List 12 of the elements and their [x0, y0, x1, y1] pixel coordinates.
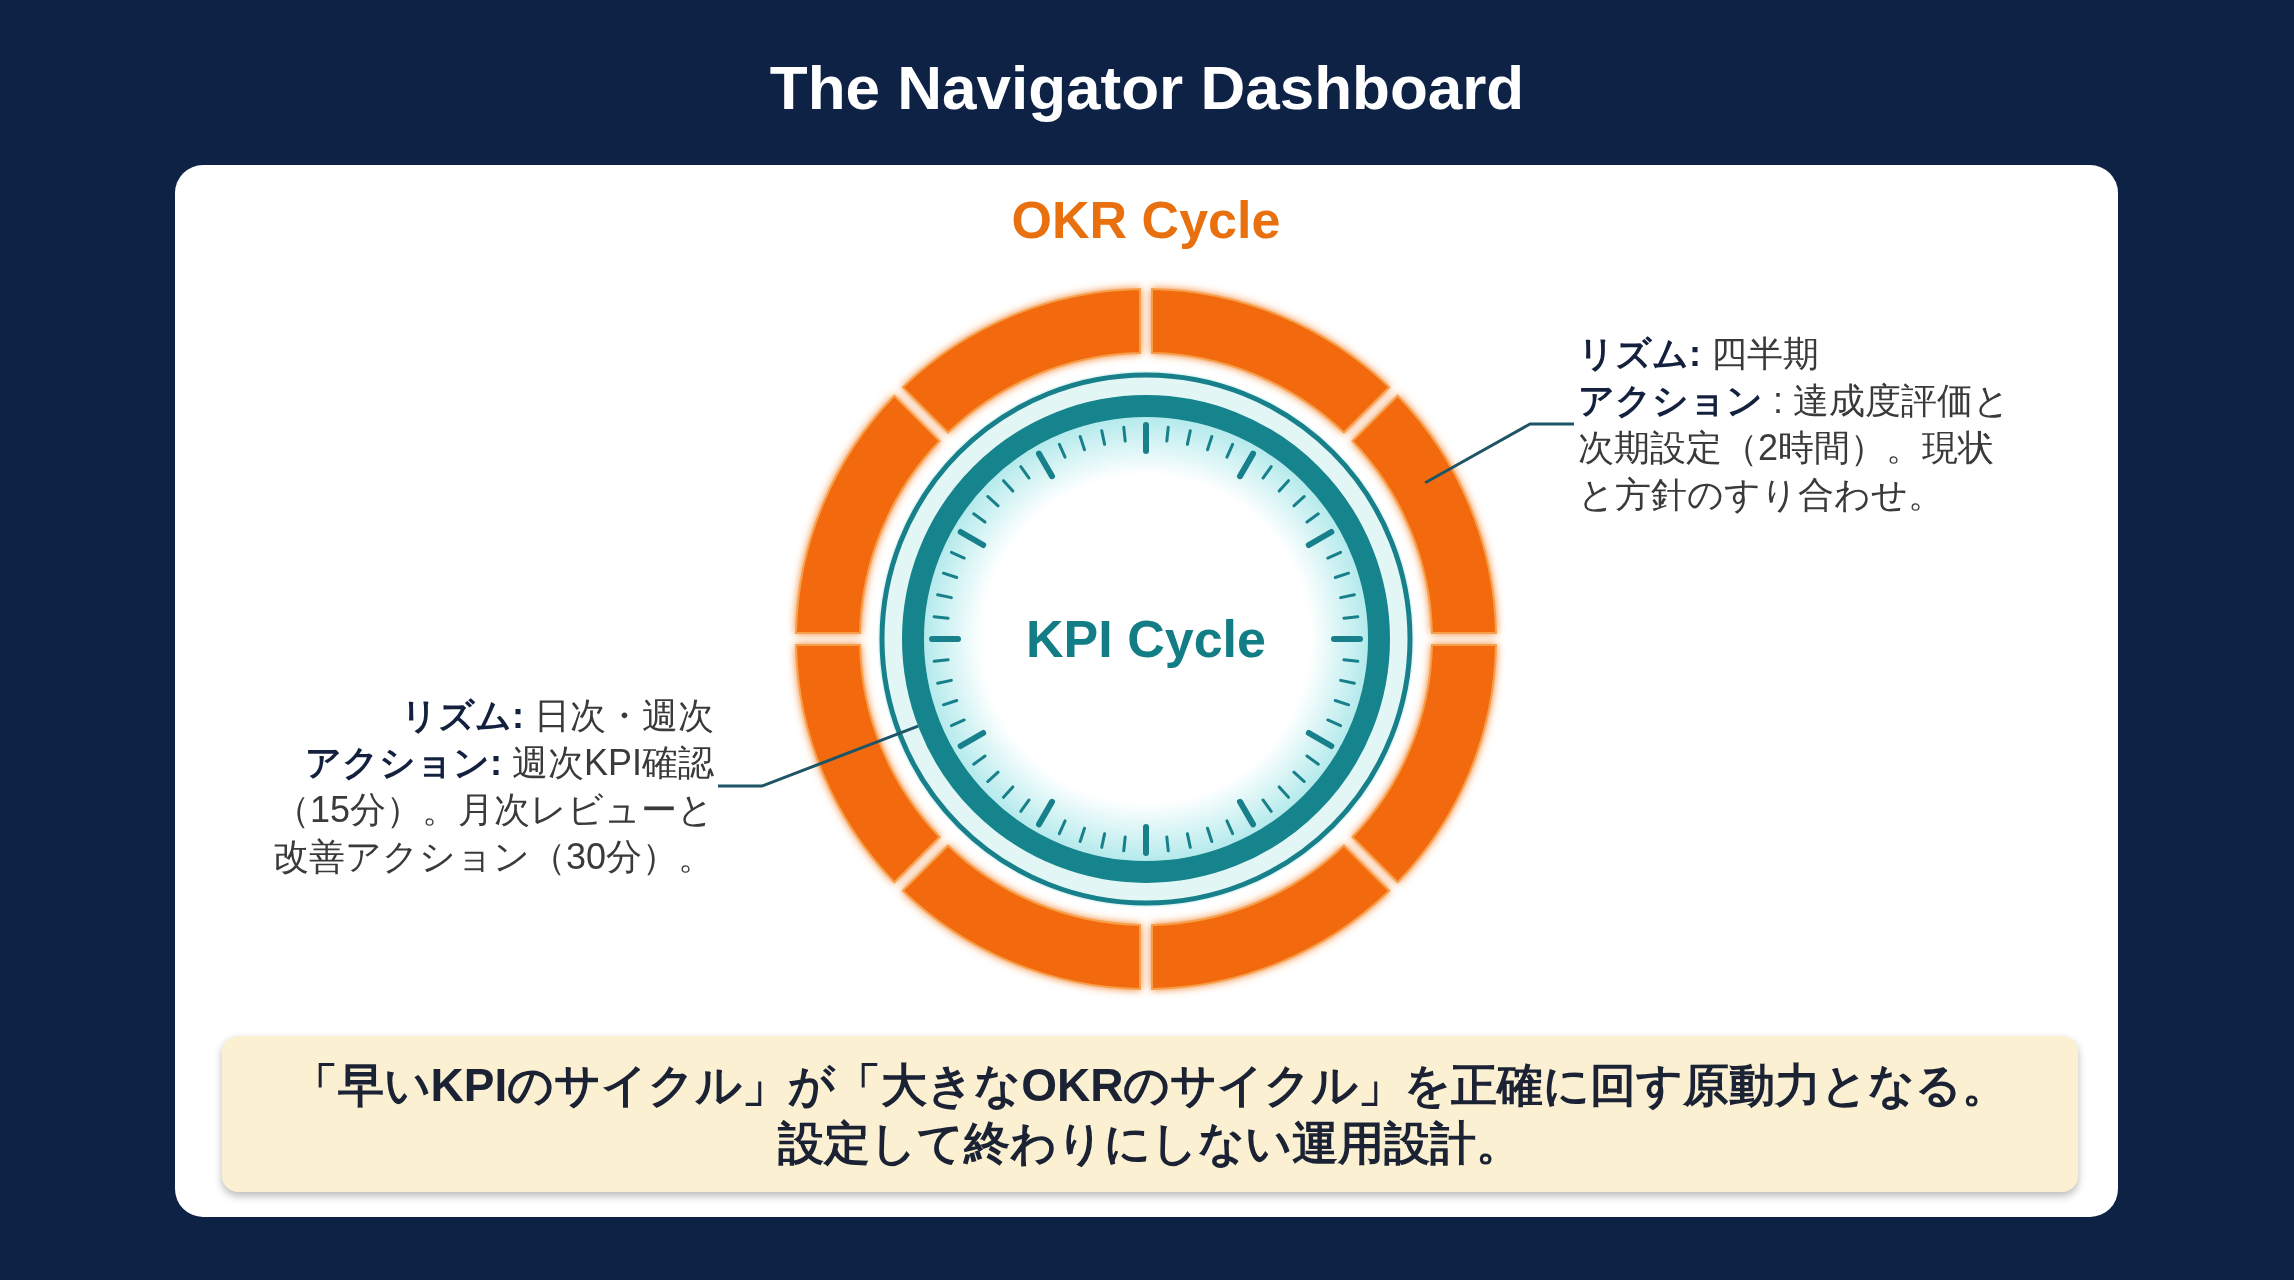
callout-text: リズム: 日次・週次: [401, 694, 714, 738]
leader-line: [718, 724, 919, 788]
summary-banner: [222, 1036, 2078, 1192]
title: The Navigator Dashboard: [769, 52, 1525, 124]
cycle-title: KPI Cycle: [1026, 609, 1266, 669]
summary-text: 設定して終わりにしない運用設計。: [778, 1116, 1522, 1171]
summary-text: 「早いKPIのサイクル」が「大きなOKRのサイクル」を正確に回す原動力となる。: [291, 1058, 2009, 1113]
callout-text: リズム: 四半期: [1578, 332, 1819, 376]
cycle-title: OKR Cycle: [1011, 190, 1281, 250]
leader-line: [1424, 422, 1574, 484]
callout-text: アクション: 週次KPI確認（15分）。月次レビューと改善アクション（30分）。: [271, 741, 714, 879]
callout-text: アクション : 達成度評価と次期設定（2時間）。現状と方針のすり合わせ。: [1578, 379, 2011, 517]
